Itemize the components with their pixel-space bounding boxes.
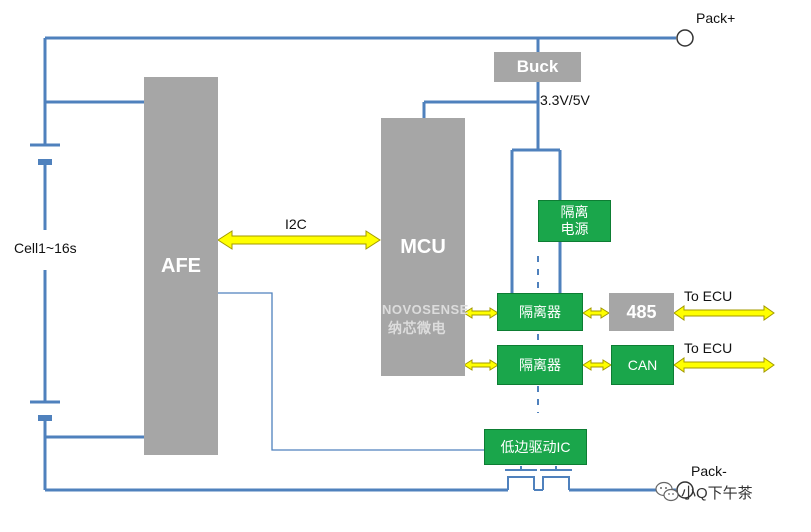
iso-power-block: 隔离 电源: [538, 200, 611, 242]
buck-block: Buck: [494, 52, 581, 82]
low-side-driver-block: 低边驱动IC: [484, 429, 587, 465]
to-ecu-label-2: To ECU: [684, 340, 733, 356]
iso-power-label: 隔离 电源: [560, 204, 589, 237]
gate-leads: [520, 466, 557, 470]
can-ecu-arrow: [673, 357, 775, 373]
isolator-2-block: 隔离器: [497, 345, 583, 385]
buck-label: Buck: [516, 57, 559, 76]
pack-minus-terminal: [676, 481, 694, 499]
can-block: CAN: [611, 345, 674, 385]
voltage-label: 3.3V/5V: [540, 92, 590, 108]
wechat-icon: [655, 481, 679, 502]
to-ecu-label-1: To ECU: [684, 288, 733, 304]
watermark-logo: NOVOSENSE: [382, 302, 469, 317]
afe-drive-signal: [218, 292, 484, 451]
can-label: CAN: [627, 357, 658, 373]
afe-block: AFE: [144, 77, 218, 455]
mcu-isolator1-arrow: [463, 307, 499, 319]
mosfet-1-channel: [507, 476, 535, 490]
i2c-label: I2C: [285, 216, 307, 232]
brand-label: 小Q下午茶: [681, 485, 753, 502]
isolator-1-label: 隔离器: [519, 304, 561, 320]
afe-label: AFE: [161, 254, 201, 277]
mcu-block: MCU: [381, 118, 465, 376]
pack-plus-terminal: [676, 29, 694, 47]
pack-minus-label: Pack-: [691, 463, 727, 479]
rs485-label: 485: [626, 301, 657, 322]
isolator1-485-arrow: [582, 307, 610, 319]
rs485-ecu-arrow: [673, 305, 775, 321]
isolator-2-label: 隔离器: [519, 357, 561, 373]
watermark-chinese: 纳芯微电: [388, 320, 446, 336]
pack-plus-label: Pack+: [696, 10, 736, 26]
i2c-arrow: [217, 230, 381, 250]
rs485-block: 485: [609, 293, 674, 331]
mcu-isolator2-arrow: [463, 359, 499, 371]
isolator-1-block: 隔离器: [497, 293, 583, 331]
isolator2-can-arrow: [582, 359, 612, 371]
mcu-label: MCU: [400, 235, 446, 258]
mosfet-pair: [505, 466, 572, 491]
low-side-driver-label: 低边驱动IC: [500, 439, 571, 455]
mosfet-2-channel: [542, 476, 570, 490]
cells-label: Cell1~16s: [14, 240, 77, 256]
